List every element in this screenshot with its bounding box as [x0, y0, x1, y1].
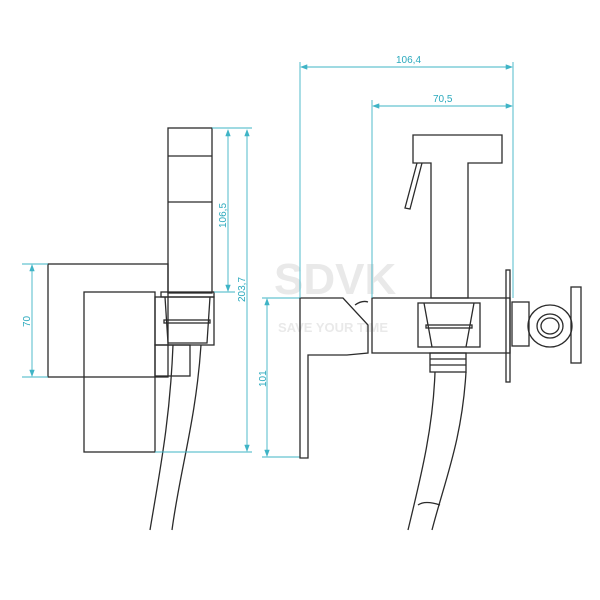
front-dimensions: 106,4 70,5 [299, 55, 514, 298]
handle-ring [527, 304, 573, 348]
bracket-front [299, 297, 369, 459]
dim-total-height: 203,7 [237, 277, 248, 302]
side-dimensions: 70 106,5 203,7 101 [22, 127, 300, 458]
handle-bar [570, 286, 582, 364]
dim-bracket-height: 101 [258, 370, 269, 387]
dim-handset-height: 106,5 [218, 203, 229, 228]
dim-body-depth: 70,5 [433, 94, 453, 105]
nut-front [417, 302, 481, 348]
hose-side [149, 344, 174, 531]
watermark-slogan: SAVE YOUR TIME [278, 320, 388, 335]
handset-front [412, 134, 503, 299]
handset-side [167, 127, 213, 294]
dim-plate-height: 70 [22, 315, 33, 327]
thread [429, 352, 467, 373]
dim-total-depth: 106,4 [396, 55, 421, 66]
watermark: SDVK SAVE YOUR TIME [274, 255, 396, 335]
handset-lever [404, 162, 423, 210]
side-view [47, 127, 215, 531]
wall-plate-side [47, 263, 169, 378]
bracket-side [83, 291, 156, 453]
hose-front [407, 371, 436, 531]
watermark-logo: SDVK [274, 255, 396, 304]
escutcheon [505, 269, 511, 383]
front-view [299, 134, 582, 531]
